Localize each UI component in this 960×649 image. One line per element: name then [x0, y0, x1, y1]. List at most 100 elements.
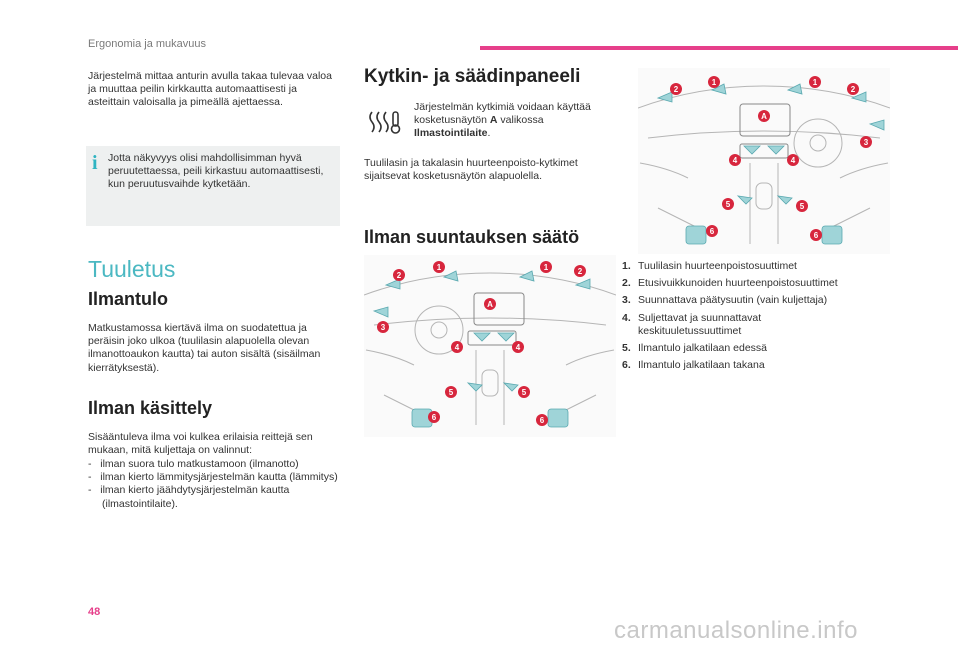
marker-4: 4 — [512, 341, 524, 353]
title-ilman-suuntaus: Ilman suuntauksen säätö — [364, 227, 580, 247]
dashboard-diagram-right: 2 1 1 2 A 3 4 4 5 5 6 6 — [638, 68, 890, 254]
legend-item: 5.Ilmantulo jalkatilaan edessä — [622, 342, 767, 355]
subheading-ilman-kasittely: Ilman käsittely — [88, 398, 213, 418]
svg-text:1: 1 — [544, 263, 549, 272]
svg-text:4: 4 — [733, 156, 738, 165]
svg-text:3: 3 — [381, 323, 386, 332]
vent-arrow — [547, 408, 569, 428]
marker-6: 6 — [428, 411, 440, 423]
marker-4: 4 — [451, 341, 463, 353]
marker-6: 6 — [706, 225, 718, 237]
page-number: 48 — [88, 606, 101, 618]
marker-5: 5 — [518, 386, 530, 398]
marker-1: 1 — [708, 76, 720, 88]
svg-text:2: 2 — [578, 267, 583, 276]
marker-2: 2 — [574, 265, 586, 277]
svg-text:6: 6 — [540, 416, 545, 425]
svg-text:6: 6 — [710, 227, 715, 236]
legend-item: 4.Suljettavat ja suunnattavat keskituule… — [622, 311, 762, 337]
marker-3: 3 — [377, 321, 389, 333]
legend-item: 2.Etusivuikkunoiden huurteenpoistosuutti… — [622, 277, 838, 290]
vent-arrow — [776, 195, 793, 205]
vent-arrow — [850, 91, 867, 103]
svg-text:4: 4 — [791, 156, 796, 165]
ilmantulo-text: Matkustamossa kiertävä ilma on suodatett… — [88, 322, 321, 374]
vent-arrow — [786, 83, 803, 95]
vent-arrow — [710, 83, 727, 95]
marker-5: 5 — [445, 386, 457, 398]
svg-text:1: 1 — [813, 78, 818, 87]
svg-text:5: 5 — [800, 202, 805, 211]
list-item: - ilman suora tulo matkustamoon (ilmanot… — [88, 458, 299, 470]
watermark: carmanualsonline.info — [614, 617, 858, 644]
marker-6: 6 — [536, 414, 548, 426]
svg-text:4: 4 — [455, 343, 460, 352]
ilman-kasittely-intro: Sisääntuleva ilma voi kulkea erilaisia r… — [88, 431, 313, 457]
svg-text:5: 5 — [522, 388, 527, 397]
vent-arrow — [685, 225, 707, 245]
svg-text:6: 6 — [814, 231, 819, 240]
legend-item: 3.Suunnattava päätysuutin (vain kuljetta… — [622, 294, 828, 307]
header-accent-bar — [480, 46, 958, 50]
mirror-intro-text: Järjestelmä mittaa anturin avulla takaa … — [88, 70, 332, 109]
marker-2: 2 — [847, 83, 859, 95]
vent-markers — [372, 270, 591, 428]
marker-6: 6 — [810, 229, 822, 241]
vent-arrow — [574, 278, 591, 290]
kytkin-icon-text: Järjestelmän kytkimiä voidaan käyttää ko… — [414, 101, 591, 140]
huurteenpoisto-text: Tuulilasin ja takalasin huurteenpoisto-k… — [364, 157, 578, 183]
svg-text:A: A — [761, 112, 767, 121]
svg-text:A: A — [487, 300, 493, 309]
vent-arrow — [821, 225, 843, 245]
svg-text:2: 2 — [674, 85, 679, 94]
svg-text:6: 6 — [432, 413, 437, 422]
ventilation-icon — [369, 111, 401, 134]
legend-item: 1.Tuulilasin huurteenpoistosuuttimet — [622, 260, 797, 272]
vent-arrow — [497, 332, 515, 342]
svg-text:2: 2 — [397, 271, 402, 280]
marker-5: 5 — [796, 200, 808, 212]
marker-2: 2 — [670, 83, 682, 95]
svg-text:4: 4 — [516, 343, 521, 352]
legend-list: 1.Tuulilasin huurteenpoistosuuttimet 2.E… — [622, 260, 902, 376]
svg-text:3: 3 — [864, 138, 869, 147]
title-kytkin-paneeli: Kytkin- ja säädinpaneeli — [364, 66, 581, 87]
dashboard-diagram-left: 1 1 2 2 3 A 4 4 5 5 6 6 — [364, 255, 616, 437]
svg-text:5: 5 — [449, 388, 454, 397]
vent-arrow — [442, 270, 459, 282]
marker-a: A — [758, 110, 770, 122]
info-box: i Jotta näkyvyys olisi mahdollisimman hy… — [86, 146, 340, 226]
vent-arrow — [868, 119, 885, 131]
svg-text:2: 2 — [851, 85, 856, 94]
info-icon: i — [92, 152, 98, 174]
marker-2: 2 — [393, 269, 405, 281]
svg-text:1: 1 — [712, 78, 717, 87]
marker-1: 1 — [540, 261, 552, 273]
marker-5: 5 — [722, 198, 734, 210]
vent-arrow — [767, 145, 785, 155]
marker-4: 4 — [729, 154, 741, 166]
svg-text:1: 1 — [437, 263, 442, 272]
marker-4: 4 — [787, 154, 799, 166]
marker-3: 3 — [860, 136, 872, 148]
legend-item: 6.Ilmantulo jalkatilaan takana — [622, 359, 765, 372]
vent-arrow — [473, 332, 491, 342]
ilman-kasittely-list: - ilman suora tulo matkustamoon (ilmanot… — [88, 458, 344, 511]
vent-arrow — [743, 145, 761, 155]
list-item: - ilman kierto lämmitysjärjestelmän kaut… — [88, 471, 338, 484]
vent-arrow — [466, 382, 483, 392]
info-box-text: Jotta näkyvyys olisi mahdollisimman hyvä… — [108, 152, 324, 191]
vent-markers — [656, 83, 885, 245]
vent-arrow — [384, 278, 401, 290]
vent-arrow — [372, 306, 389, 318]
vent-arrow — [736, 195, 753, 205]
vent-arrow — [502, 382, 519, 392]
vent-arrow — [656, 91, 673, 103]
marker-a: A — [484, 298, 496, 310]
marker-1: 1 — [433, 261, 445, 273]
vent-arrow — [518, 270, 535, 282]
section-header-title: Ergonomia ja mukavuus — [88, 38, 207, 50]
subheading-ilmantulo: Ilmantulo — [88, 289, 168, 309]
svg-text:5: 5 — [726, 200, 731, 209]
marker-1: 1 — [809, 76, 821, 88]
